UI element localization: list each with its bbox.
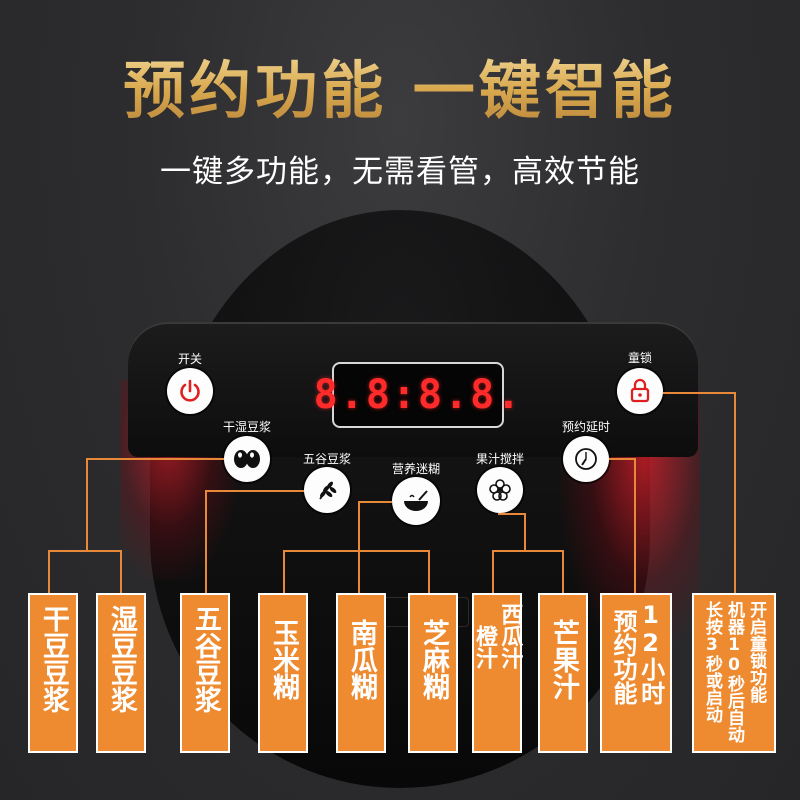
timer-button[interactable] [563, 436, 609, 482]
connector-line [562, 550, 564, 593]
timer-label: 预约延时 [561, 420, 611, 434]
connector-line [634, 458, 636, 593]
connector-line [48, 550, 122, 552]
connector-line [492, 550, 494, 593]
grain-soy-label: 五谷豆浆 [302, 452, 352, 466]
connector-line [283, 550, 285, 593]
tag-pumpkin-paste: 南瓜糊 [336, 593, 386, 753]
tag-label: 玉米糊 [267, 619, 299, 700]
tag-sesame-paste: 芝麻糊 [408, 593, 458, 753]
tag-mango-juice: 芒果汁 [538, 593, 588, 753]
connector-line [492, 550, 564, 552]
connector-line [48, 550, 50, 593]
connector-line [358, 550, 360, 593]
connector-line [663, 392, 735, 394]
connector-line [609, 458, 636, 460]
connector-line [120, 550, 122, 593]
connector-line [358, 501, 392, 503]
tag-watermelon-orange-juice: 西瓜汁 橙汁 [472, 593, 522, 753]
tag-dry-soy: 干豆豆浆 [28, 593, 78, 753]
page-title: 预约功能 一键智能 [0, 40, 800, 130]
timer-icon [575, 448, 597, 470]
tag-label: 芝麻糊 [417, 619, 449, 700]
connector-line [428, 550, 430, 593]
connector-line [86, 458, 224, 460]
connector-line [283, 550, 430, 552]
connector-line [524, 513, 526, 551]
led-display: 8.8:8.8. [314, 362, 520, 428]
tag-12h-timer: 12小时 预约功能 [600, 593, 672, 753]
child-lock-label: 童锁 [627, 351, 653, 365]
lock-icon [630, 378, 650, 403]
juice-button[interactable] [477, 467, 523, 513]
tag-label: 湿豆豆浆 [105, 605, 137, 713]
tag-label: 南瓜糊 [345, 619, 377, 700]
connector-line [734, 392, 736, 593]
tag-grain-soy: 五谷豆浆 [180, 593, 230, 753]
power-button[interactable] [167, 368, 213, 414]
child-lock-button[interactable] [617, 368, 663, 414]
display-digits: 8.8:8.8. [313, 372, 523, 418]
connector-line [358, 501, 360, 551]
juice-label: 果汁搅拌 [475, 452, 525, 466]
tag-label: 芒果汁 [547, 619, 579, 700]
tag-label: 开启童锁功能 机器10秒后自动 长按3秒或启动 [701, 601, 767, 743]
power-label: 开关 [177, 352, 203, 366]
tag-label: 西瓜汁 橙汁 [472, 603, 523, 669]
wheat-icon [319, 481, 337, 500]
connector-line [205, 490, 304, 492]
page-subtitle: 一键多功能，无需看管，高效节能 [160, 154, 640, 190]
nutrition-paste-button[interactable] [392, 477, 440, 525]
flower-icon [489, 479, 511, 501]
dry-wet-soy-button[interactable] [224, 436, 270, 482]
connector-line [205, 490, 207, 593]
tag-label: 五谷豆浆 [189, 605, 221, 713]
tag-wet-soy: 湿豆豆浆 [96, 593, 146, 753]
tag-child-lock: 开启童锁功能 机器10秒后自动 长按3秒或启动 [692, 593, 776, 753]
grain-soy-button[interactable] [304, 467, 350, 513]
bowl-icon [404, 490, 428, 511]
nutrition-paste-label: 营养迷糊 [391, 462, 441, 476]
soybeans-icon [234, 450, 260, 468]
tag-corn-paste: 玉米糊 [258, 593, 308, 753]
tag-label: 12小时 预约功能 [609, 601, 665, 705]
dry-wet-soy-label: 干湿豆浆 [222, 420, 272, 434]
connector-line [86, 458, 88, 550]
connector-line [498, 513, 526, 515]
power-icon [180, 379, 200, 402]
tag-label: 干豆豆浆 [37, 605, 69, 713]
